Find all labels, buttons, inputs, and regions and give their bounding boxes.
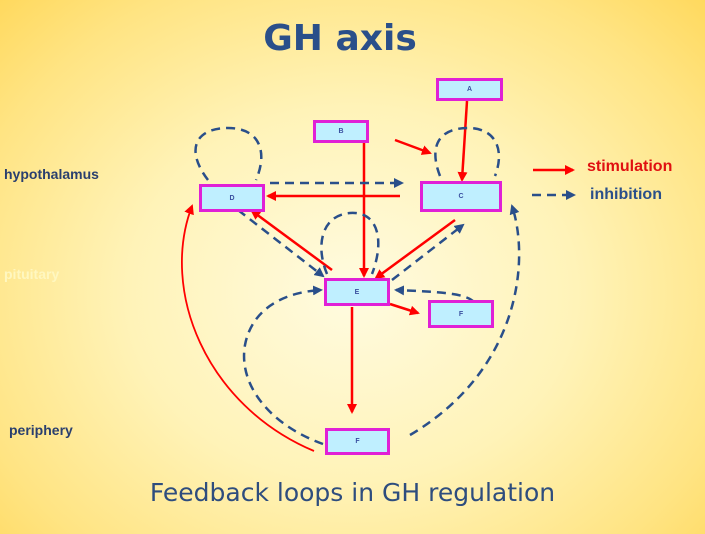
- arrow-f-to-d: [181, 204, 315, 452]
- loop-d-self: [194, 126, 263, 181]
- inhibit-f-to-e-left: [242, 285, 324, 446]
- inhibit-d-to-e: [237, 209, 325, 278]
- node-e: E: [324, 278, 390, 306]
- arrow-a-to-c: [457, 100, 469, 182]
- inhibit-f-to-c: [409, 204, 521, 437]
- level-label-pituitary: pituitary: [4, 266, 60, 282]
- node-d: D: [199, 184, 265, 212]
- diagram-caption: Feedback loops in GH regulation: [149, 478, 556, 507]
- legend-stimulation-label: stimulation: [587, 158, 673, 175]
- node-f-bottom: F: [325, 428, 390, 455]
- arrow-c-to-e: [374, 218, 456, 280]
- arrow-e-to-d: [250, 209, 333, 272]
- page-title: GH axis: [263, 18, 417, 59]
- node-c: C: [420, 181, 502, 212]
- level-label-hypothalamus: hypothalamus: [4, 166, 99, 182]
- node-b: B: [313, 120, 369, 143]
- loop-e-self: [320, 211, 380, 275]
- inhibit-f-to-e: [394, 285, 475, 303]
- arrow-b-to-c: [394, 138, 432, 155]
- arrow-e-to-f-right: [389, 302, 420, 316]
- inhibit-e-to-c: [391, 223, 465, 281]
- loop-c-self: [434, 126, 501, 177]
- node-a: A: [436, 78, 503, 101]
- node-f-right: F: [428, 300, 494, 328]
- level-label-periphery: periphery: [9, 422, 73, 438]
- legend-inhibition-label: inhibition: [590, 186, 662, 203]
